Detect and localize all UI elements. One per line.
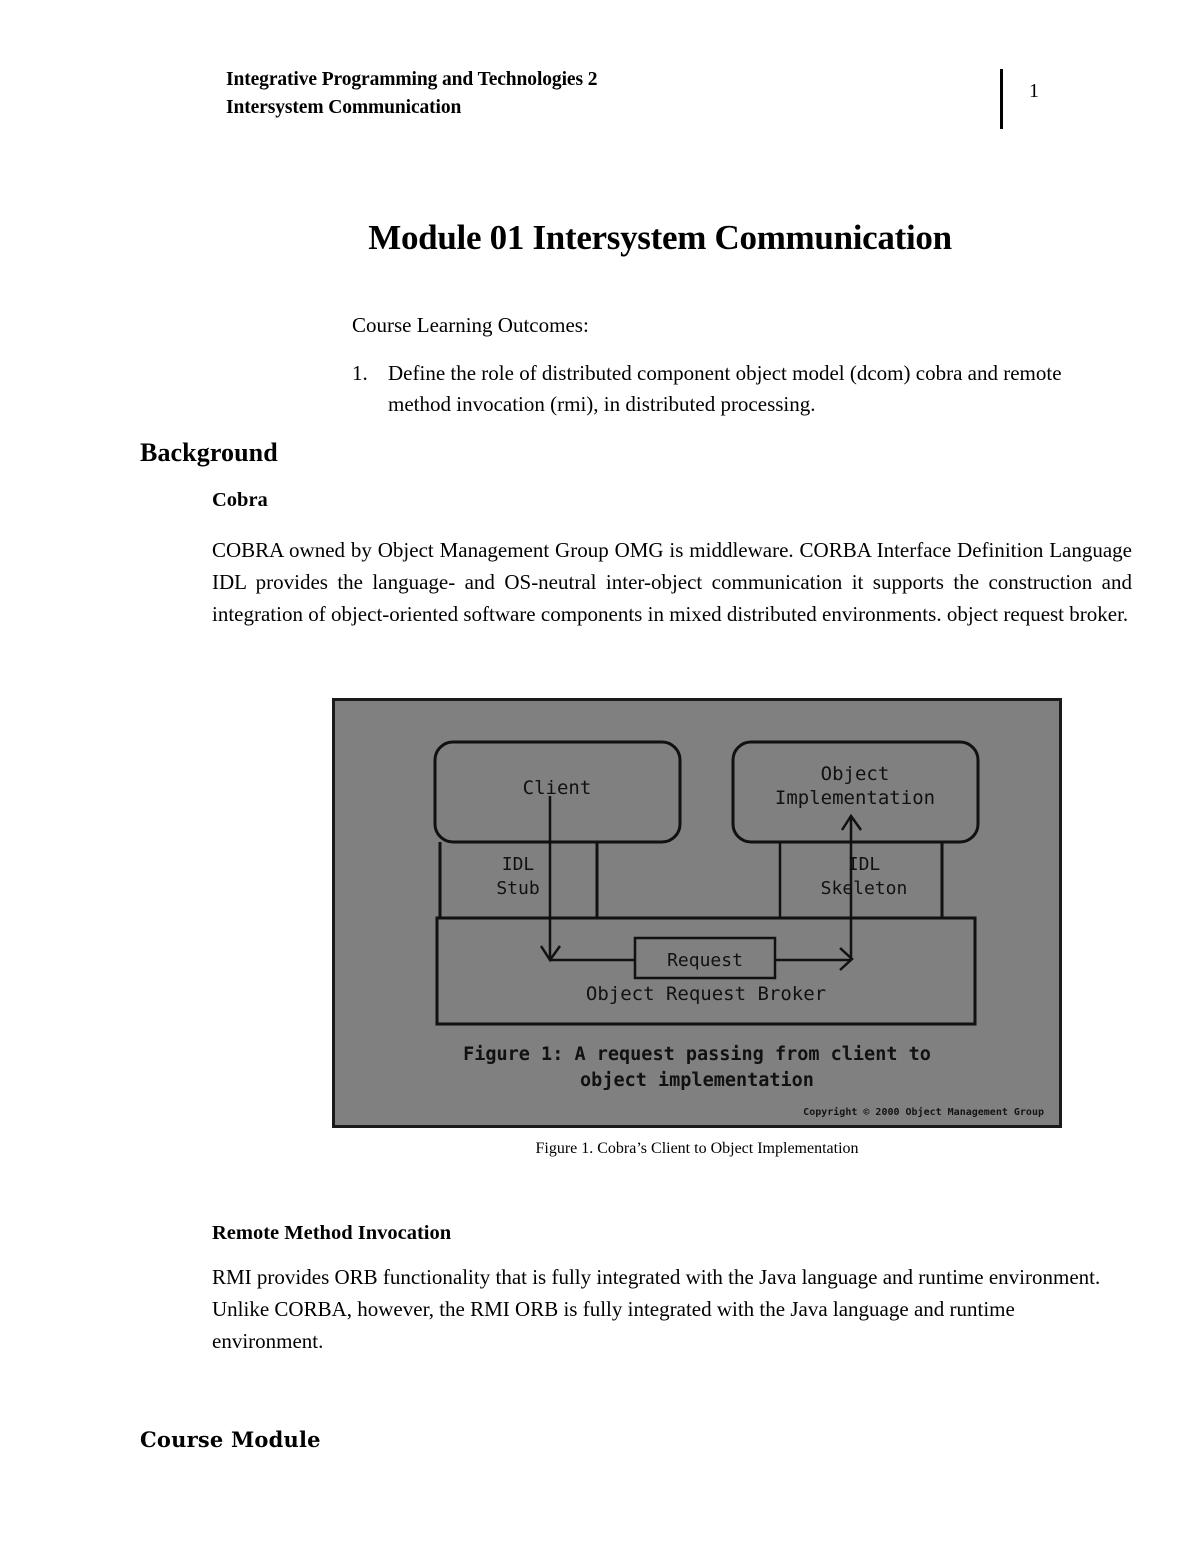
request-label: Request — [667, 950, 743, 971]
idl-skeleton-label-line2: Skeleton — [821, 878, 908, 899]
object-implementation-box — [731, 740, 980, 844]
course-learning-outcomes: Course Learning Outcomes: 1. Define the … — [352, 310, 1122, 420]
header-module-subtitle: Intersystem Communication — [226, 97, 462, 118]
page-number: 1 — [1029, 80, 1039, 102]
idl-stub-label-line2: Stub — [496, 878, 539, 899]
subsection-heading-rmi: Remote Method Invocation — [212, 1222, 452, 1244]
client-box — [433, 740, 682, 844]
request-box — [633, 936, 777, 980]
figure-canvas — [332, 698, 1062, 1128]
page-title: Module 01 Intersystem Communication — [368, 218, 952, 257]
clo-item-text: Define the role of distributed component… — [388, 361, 1062, 416]
figure-copyright: Copyright © 2000 Object Management Group — [803, 1106, 1044, 1118]
figure-inner-caption-line2: object implementation — [580, 1070, 814, 1091]
idl-skeleton-label-line1: IDL — [848, 854, 881, 875]
clo-list: 1. Define the role of distributed compon… — [352, 358, 1122, 420]
idl-stub-label-line1: IDL — [502, 854, 535, 875]
paragraph-rmi: RMI provides ORB functionality that is f… — [212, 1265, 1101, 1353]
page-header: Integrative Programming and Technologies… — [0, 0, 1200, 150]
paragraph-cobra: COBRA owned by Object Management Group O… — [212, 538, 1132, 626]
section-heading-background: Background — [140, 438, 278, 467]
figure-corba-request-flow: Client Object Implementation IDL Stub ID… — [332, 698, 1062, 1128]
figure-diagram: Client Object Implementation IDL Stub ID… — [433, 740, 1044, 1118]
clo-item-marker: 1. — [352, 361, 368, 385]
object-implementation-label-line2: Implementation — [775, 787, 935, 809]
object-request-broker-label: Object Request Broker — [586, 983, 826, 1005]
subsection-heading-cobra: Cobra — [212, 489, 268, 511]
clo-heading: Course Learning Outcomes: — [352, 313, 589, 337]
client-label: Client — [523, 777, 592, 799]
header-course-title: Integrative Programming and Technologies… — [226, 69, 598, 90]
figure-caption: Figure 1. Cobra’s Client to Object Imple… — [535, 1140, 859, 1157]
object-request-broker-box — [435, 916, 977, 1026]
object-implementation-label-line1: Object — [821, 763, 890, 785]
figure-inner-caption-line1: Figure 1: A request passing from client … — [463, 1044, 931, 1065]
header-title-block: Integrative Programming and Technologies… — [226, 66, 597, 122]
request-flow-up-arrowhead — [840, 813, 863, 831]
list-item: 1. Define the role of distributed compon… — [352, 358, 1122, 420]
footer-course-module: Course Module — [140, 1427, 321, 1452]
header-vertical-rule — [1000, 69, 1003, 129]
